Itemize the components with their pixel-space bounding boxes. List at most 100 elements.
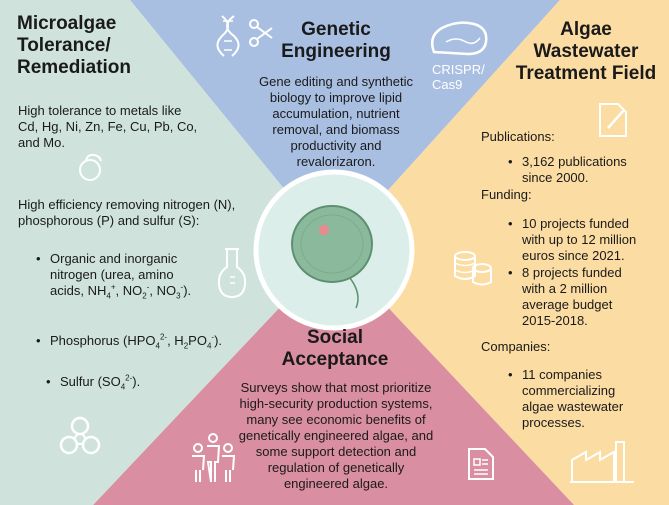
text-line: regulation of genetically bbox=[267, 460, 405, 475]
left-title-line: Microalgae bbox=[17, 13, 117, 34]
bottom-title-line: Social bbox=[307, 327, 363, 348]
nitrogen-bullet: Organic and inorganic nitrogen (urea, am… bbox=[36, 251, 192, 301]
superscript: 2- bbox=[125, 373, 133, 383]
superscript: - bbox=[180, 282, 184, 292]
text-line: with a 2 million bbox=[522, 281, 608, 296]
left-title-line: Tolerance/ bbox=[17, 35, 111, 56]
text-line: some support detection and bbox=[255, 444, 417, 459]
text-line: euros since 2021. bbox=[522, 248, 625, 263]
bottom-title-line: Acceptance bbox=[281, 349, 389, 370]
removal-efficiency-text: High efficiency removing nitrogen (N), p… bbox=[18, 197, 235, 229]
companies-bullet: 11 companies commercializing algae waste… bbox=[508, 367, 624, 431]
text-line: since 2000. bbox=[522, 170, 589, 185]
text-line: revalorizaron. bbox=[296, 154, 376, 169]
text-line: engineered algae. bbox=[283, 476, 389, 491]
text: ). bbox=[214, 333, 223, 348]
genetic-engineering-text: Gene editing and synthetic biology to im… bbox=[224, 74, 448, 170]
text-line: genetically engineered algae, and bbox=[238, 428, 434, 443]
bottom-title: Social Acceptance bbox=[270, 327, 400, 371]
text-line: Surveys show that most prioritize bbox=[240, 380, 432, 395]
text: PO bbox=[188, 333, 207, 348]
right-title-line: Wastewater bbox=[533, 41, 639, 62]
funding-bullet-2: 8 projects funded with a 2 million avera… bbox=[508, 265, 622, 329]
text-line: biology to improve lipid bbox=[269, 90, 403, 105]
right-title: Algae Wastewater Treatment Field bbox=[510, 19, 662, 85]
text-line: High tolerance to metals like bbox=[18, 103, 182, 118]
subscript: 2 bbox=[183, 341, 189, 351]
factory-icon bbox=[570, 441, 634, 483]
flask-icon bbox=[217, 248, 247, 299]
text-line: average budget bbox=[522, 297, 613, 312]
top-title-line: Genetic bbox=[301, 19, 371, 40]
text-line: 3,162 publications bbox=[522, 154, 627, 169]
microalgae-cell-icon bbox=[291, 205, 373, 309]
metals-tolerance-text: High tolerance to metals like Cd, Hg, Ni… bbox=[18, 103, 197, 151]
microorganism-icon bbox=[79, 153, 102, 181]
subscript: 4 bbox=[155, 341, 160, 351]
text-line: many see economic benefits of bbox=[246, 412, 426, 427]
subscript: 2 bbox=[142, 291, 147, 301]
text-line: Organic and inorganic bbox=[50, 251, 178, 266]
funding-label: Funding: bbox=[481, 187, 532, 202]
text: , NO bbox=[115, 283, 143, 298]
text-line: and Mo. bbox=[18, 135, 65, 150]
companies-label: Companies: bbox=[481, 339, 551, 354]
crispr-label: CRISPR/ Cas9 bbox=[432, 62, 485, 92]
text: ). bbox=[183, 283, 192, 298]
subscript: 4 bbox=[120, 382, 126, 392]
text: , H bbox=[167, 333, 184, 348]
text: Sulfur (SO bbox=[60, 374, 121, 389]
superscript: + bbox=[110, 282, 116, 292]
text-line: CRISPR/ bbox=[432, 62, 485, 77]
text-line: Cas9 bbox=[432, 77, 463, 92]
top-title-line: Engineering bbox=[281, 41, 391, 62]
sulfur-bullet: Sulfur (SO42-). bbox=[46, 373, 141, 392]
publications-label: Publications: bbox=[481, 129, 555, 144]
text-line: 8 projects funded bbox=[522, 265, 622, 280]
document-icon bbox=[468, 448, 494, 480]
left-title: Microalgae Tolerance/ Remediation bbox=[17, 13, 131, 79]
publications-bullet: 3,162 publications since 2000. bbox=[508, 154, 627, 186]
text-line: commercializing bbox=[522, 383, 616, 398]
coins-icon bbox=[454, 251, 492, 286]
superscript: - bbox=[146, 282, 150, 292]
right-title-line: Treatment Field bbox=[515, 63, 657, 84]
text-line: nitrogen (urea, amino bbox=[50, 267, 174, 282]
nitrogen-formula-line: acids, NH4+, NO2-, NO3-). bbox=[50, 282, 192, 301]
text-line: High efficiency removing nitrogen (N), bbox=[18, 197, 236, 212]
biohazard-icon bbox=[59, 416, 101, 455]
social-acceptance-text: Surveys show that most prioritize high-s… bbox=[228, 380, 444, 492]
funding-bullet-1: 10 projects funded with up to 12 million… bbox=[508, 216, 637, 264]
phosphorus-bullet: Phosphorus (HPO42-, H2PO4-). bbox=[36, 332, 223, 351]
text-line: removal, and biomass bbox=[272, 122, 400, 137]
left-title-line: Remediation bbox=[17, 57, 132, 78]
text: acids, NH bbox=[50, 283, 107, 298]
text: ). bbox=[132, 374, 141, 389]
text-line: processes. bbox=[522, 415, 585, 430]
subscript: 4 bbox=[106, 291, 111, 301]
subscript: 4 bbox=[206, 341, 212, 351]
text-line: accumulation, nutrient bbox=[272, 106, 400, 121]
text: , NO bbox=[149, 283, 177, 298]
right-title-line: Algae bbox=[560, 19, 612, 40]
people-icon bbox=[192, 433, 236, 483]
text-line: 10 projects funded bbox=[522, 216, 629, 231]
text-line: high-security production systems, bbox=[239, 396, 433, 411]
top-panel bbox=[130, 0, 560, 250]
text-line: productivity and bbox=[290, 138, 382, 153]
subscript: 3 bbox=[176, 291, 181, 301]
text-line: 2015-2018. bbox=[522, 313, 588, 328]
top-title: Genetic Engineering bbox=[272, 19, 400, 63]
dna-scissors-icon bbox=[216, 15, 273, 57]
text-line: phosphorous (P) and sulfur (S): bbox=[18, 213, 200, 228]
text-line: 11 companies bbox=[522, 367, 602, 382]
document-pen-icon bbox=[599, 103, 627, 137]
superscript: - bbox=[211, 332, 215, 342]
text-line: algae wastewater bbox=[522, 399, 624, 414]
text-line: Cd, Hg, Ni, Zn, Fe, Cu, Pb, Co, bbox=[18, 119, 198, 134]
text-line: with up to 12 million bbox=[522, 232, 637, 247]
text: Phosphorus (HPO bbox=[50, 333, 156, 348]
superscript: 2- bbox=[159, 332, 168, 342]
crispr-cas9-icon bbox=[431, 21, 488, 56]
